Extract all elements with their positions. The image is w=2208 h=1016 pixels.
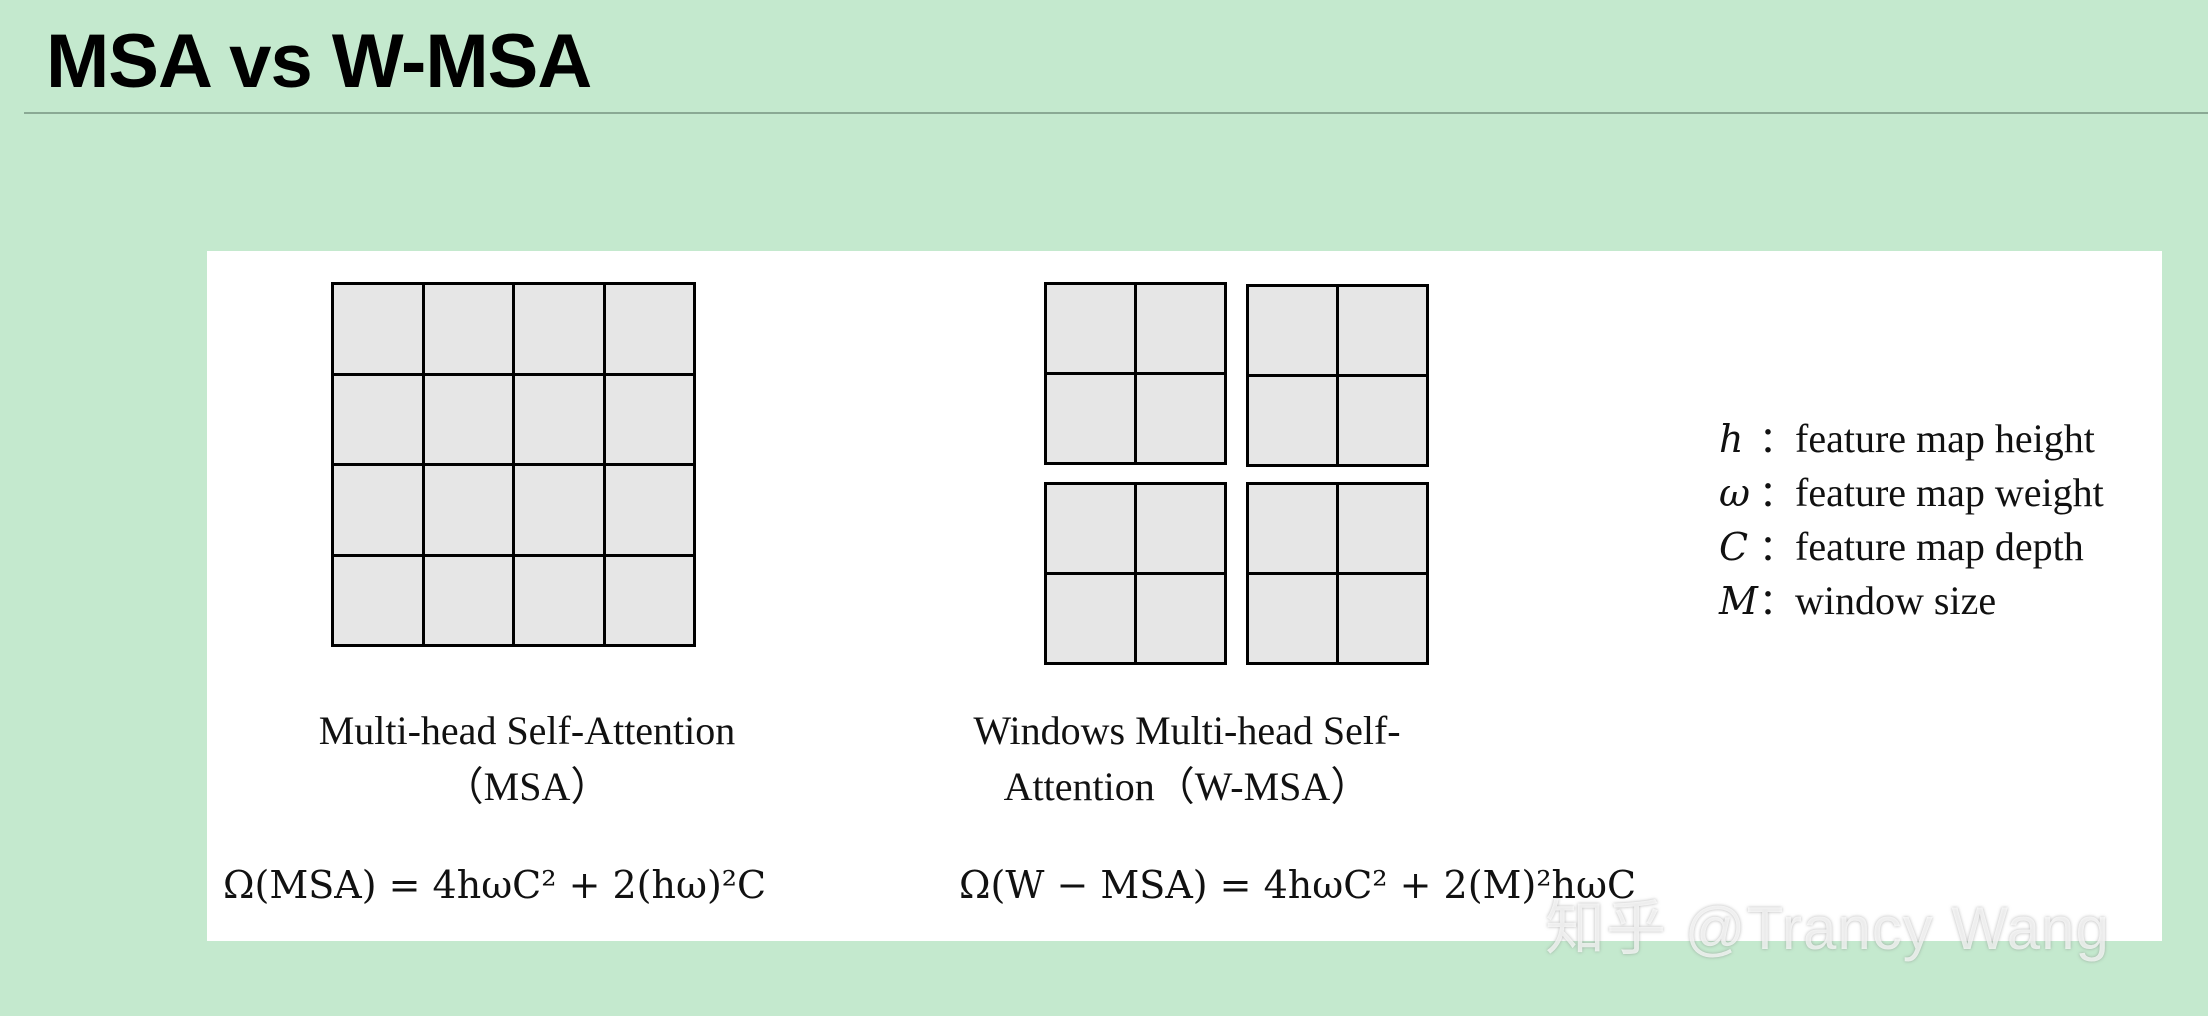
grid-cell [334,285,422,373]
grid-cell [1249,287,1336,374]
grid-cell [424,285,512,373]
title-divider [24,112,2208,114]
variable-legend: h ： feature map height ω ： feature map w… [1719,411,2159,627]
grid-cell [1047,575,1134,662]
grid-cell [1249,377,1336,464]
grid-cell [1047,485,1134,572]
msa-caption-line1: Multi-head Self-Attention [318,708,736,753]
grid-cell [1249,485,1336,572]
legend-item: h ： feature map height [1719,411,2159,465]
grid-cell [424,466,512,554]
legend-symbol: ω [1719,471,1750,515]
grid-cell [424,375,512,463]
wmsa-complexity-formula: Ω(W − MSA) = 4hωC² + 2(M)²hωC [959,863,1637,907]
legend-description: feature map height [1795,416,2095,461]
legend-symbol: M [1719,579,1758,623]
wmsa-caption-line2: Attention（W-MSA） [1003,764,1371,809]
grid-cell [1047,375,1134,462]
wmsa-window-top-right [1246,284,1429,467]
grid-cell [1339,575,1426,662]
grid-cell [515,375,603,463]
grid-cell [1137,575,1224,662]
legend-colon: ： [1759,420,1796,461]
grid-cell [605,556,693,644]
wmsa-caption-line1: Windows Multi-head Self- [973,708,1401,753]
legend-item: M ： window size [1719,573,2159,627]
wmsa-window-bottom-left [1044,482,1227,665]
slide-title: MSA vs W-MSA [46,19,592,104]
grid-cell [1137,375,1224,462]
legend-symbol: h [1719,417,1744,461]
grid-cell [424,556,512,644]
legend-description: feature map depth [1795,524,2084,569]
grid-cell [334,556,422,644]
grid-cell [1339,485,1426,572]
legend-item: C ： feature map depth [1719,519,2159,573]
wmsa-caption: Windows Multi-head Self- Attention（W-MSA… [927,703,1447,815]
msa-caption: Multi-head Self-Attention （MSA） [247,703,807,815]
figure-panel: Multi-head Self-Attention （MSA） Windows … [207,251,2162,941]
grid-cell [334,375,422,463]
grid-cell [515,285,603,373]
grid-cell [1047,285,1134,372]
legend-item: ω ： feature map weight [1719,465,2159,519]
grid-cell [515,556,603,644]
grid-cell [605,466,693,554]
wmsa-window-bottom-right [1246,482,1429,665]
legend-description: feature map weight [1795,470,2104,515]
legend-description: window size [1795,578,1997,623]
grid-cell [1137,285,1224,372]
msa-complexity-formula: Ω(MSA) = 4hωC² + 2(hω)²C [223,863,767,907]
legend-symbol: C [1719,525,1749,569]
grid-cell [1339,287,1426,374]
msa-caption-line2: （MSA） [443,764,611,809]
grid-cell [1339,377,1426,464]
watermark: 知乎 @Trancy Wang [1545,895,2110,962]
grid-cell [1137,485,1224,572]
grid-cell [515,466,603,554]
msa-grid-diagram [331,282,696,647]
grid-cell [605,375,693,463]
legend-colon: ： [1759,474,1796,515]
grid-cell [334,466,422,554]
wmsa-window-top-left [1044,282,1227,465]
legend-colon: ： [1759,582,1796,623]
legend-colon: ： [1759,528,1796,569]
grid-cell [1249,575,1336,662]
grid-cell [605,285,693,373]
